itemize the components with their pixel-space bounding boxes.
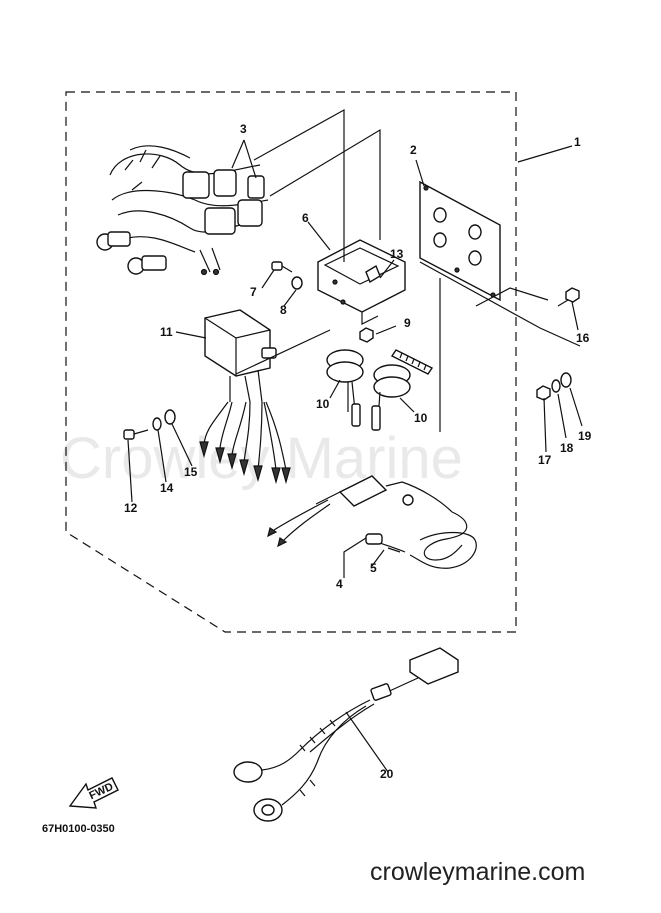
callout-10b: 10	[414, 411, 428, 425]
callout-7: 7	[250, 285, 257, 299]
part-washer-8	[291, 276, 303, 290]
part-washer-14	[152, 417, 162, 431]
callout-18: 18	[560, 441, 574, 455]
part-extension-harness	[233, 647, 459, 822]
callout-2: 2	[410, 143, 417, 157]
part-lanyard-cord	[365, 511, 477, 569]
leader-lines	[127, 108, 583, 773]
part-tie-strip	[390, 349, 434, 375]
callout-5: 5	[370, 561, 377, 575]
part-lanyard-switch	[267, 475, 453, 548]
part-washer-18	[551, 379, 561, 393]
part-nut-9	[359, 327, 374, 343]
fwd-arrow-icon: FWD	[68, 777, 119, 809]
callout-8: 8	[280, 303, 287, 317]
callout-19: 19	[578, 429, 592, 443]
part-clamp-10b	[371, 364, 411, 431]
callout-10a: 10	[316, 397, 330, 411]
part-code: 67H0100-0350	[42, 823, 115, 835]
part-harness-connectors	[96, 145, 269, 276]
site-url: crowleymarine.com	[370, 858, 585, 886]
callout-13: 13	[390, 247, 404, 261]
callout-9: 9	[404, 316, 411, 330]
callout-11: 11	[160, 325, 173, 339]
part-bracket	[317, 239, 406, 325]
part-clip-13	[365, 264, 381, 284]
callouts: 1 2 3 4 5 6 7 8 9 10 10 11 12 13 14 15 1…	[124, 122, 592, 781]
part-clamp-10a	[326, 349, 364, 427]
callout-16: 16	[576, 331, 590, 345]
callout-3: 3	[240, 122, 247, 136]
callout-12: 12	[124, 501, 138, 515]
callout-4: 4	[336, 577, 343, 591]
assembly-boundary	[65, 91, 517, 633]
callout-15: 15	[184, 465, 198, 479]
part-control-unit	[199, 309, 291, 485]
part-mounting-plate	[419, 180, 501, 302]
callout-14: 14	[160, 481, 174, 495]
part-screw-7	[271, 261, 293, 273]
callout-6: 6	[302, 211, 309, 225]
part-screw-12	[123, 429, 149, 440]
watermark-text: Crowley Marine	[60, 426, 463, 491]
callout-17: 17	[538, 453, 552, 467]
part-washer-15	[164, 409, 176, 425]
callout-1: 1	[574, 135, 581, 149]
part-nut-17	[536, 385, 551, 401]
callout-20: 20	[380, 767, 394, 781]
part-bolt-16	[557, 287, 580, 307]
part-washer-19	[560, 372, 572, 388]
